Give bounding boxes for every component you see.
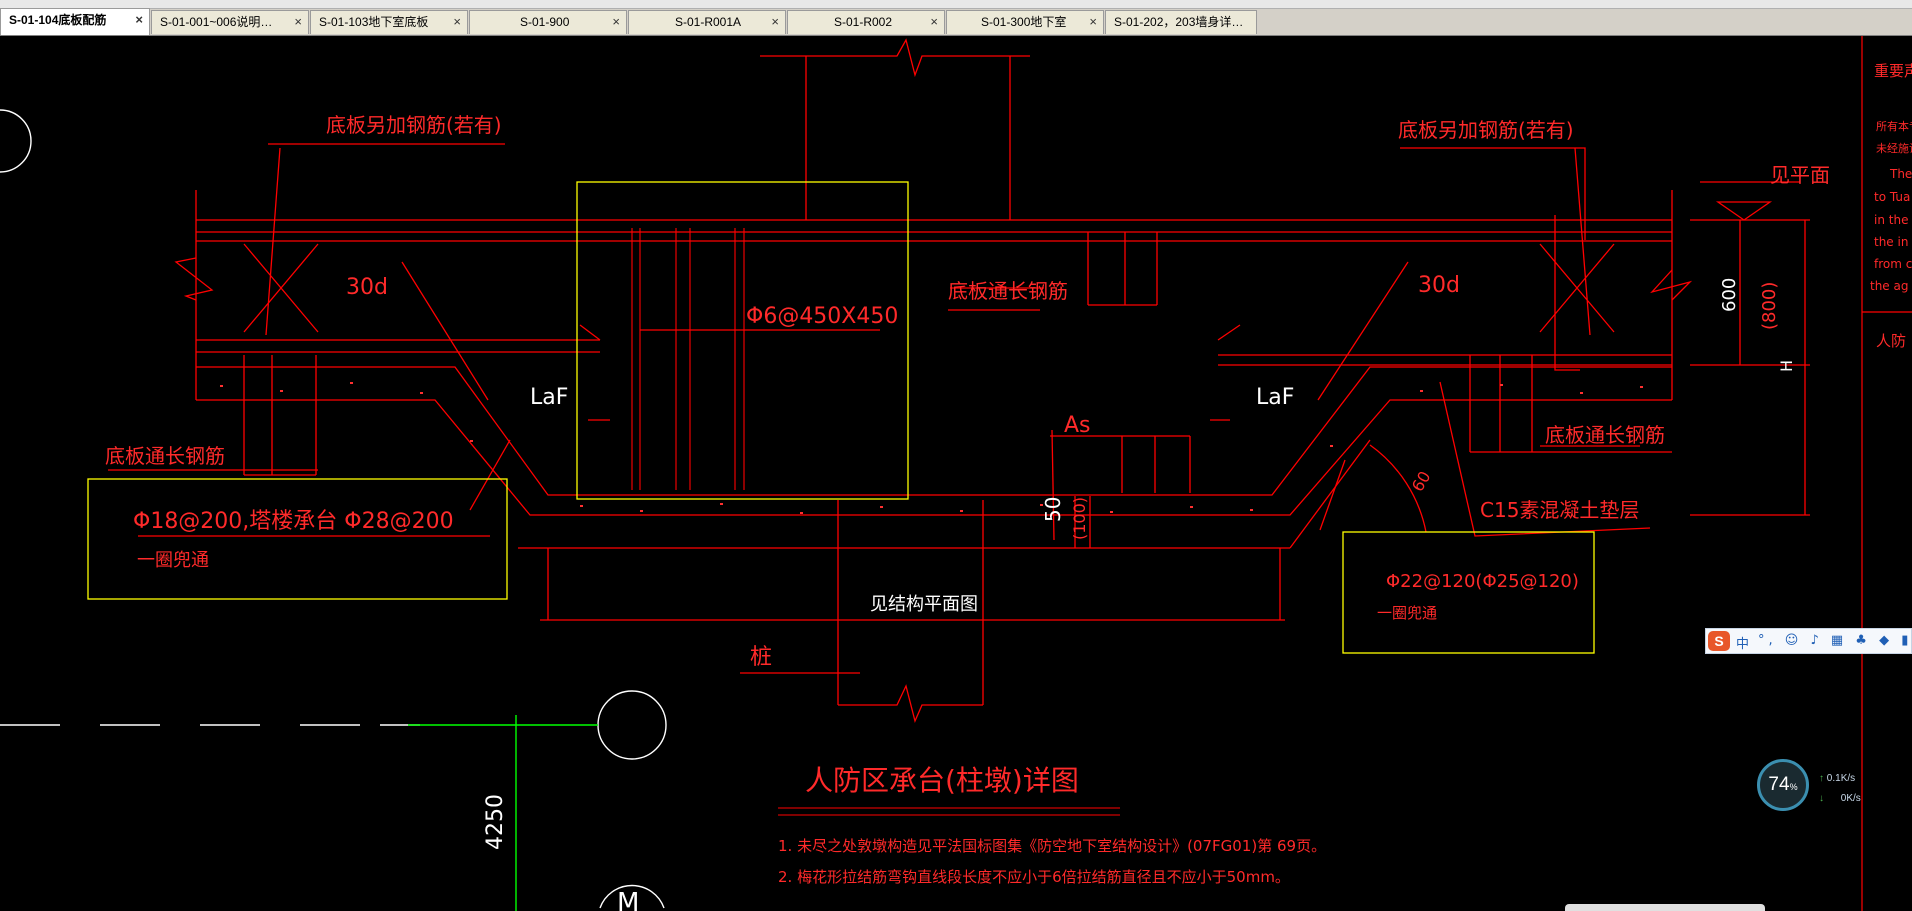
document-tab-bar: S-01-104底板配筋 × S-01-001~006说明及节点 × S-01-10…	[0, 0, 1912, 36]
menu-strip	[0, 0, 1912, 9]
label-laf-left: LaF	[530, 385, 568, 410]
memory-usage-ring[interactable]: 74%	[1757, 759, 1809, 811]
label-dim-50: 50	[1041, 497, 1065, 522]
note-2: 2. 梅花形拉结筋弯钩直线段长度不应小于6倍拉结筋直径且不应小于50mm。	[778, 868, 1290, 886]
popup-edge	[1565, 904, 1765, 911]
close-icon[interactable]: ×	[453, 14, 461, 29]
side-en-3: in the	[1874, 213, 1908, 227]
detail-title: 人防区承台(柱墩)详图	[805, 764, 1079, 797]
ime-tool-icons[interactable]: °, ☺ ♪ ▦ ♣ ◆ ▮	[1758, 633, 1912, 648]
label-rebar-right-spec: Φ22@120(Φ25@120)	[1386, 571, 1579, 592]
tab-label: S-01-900	[520, 15, 570, 29]
close-icon[interactable]: ×	[612, 14, 620, 29]
side-en-4: the in	[1874, 235, 1908, 249]
ime-language-toggle[interactable]: 中	[1736, 637, 1750, 652]
label-rebar-left-spec: Φ18@200,塔楼承台 Φ28@200	[133, 509, 454, 534]
label-dim-100: (100)	[1070, 497, 1089, 540]
label-laf-right: LaF	[1256, 385, 1294, 410]
grid-elements	[0, 109, 667, 909]
close-icon[interactable]: ×	[135, 12, 143, 27]
side-en-6: the ag	[1870, 279, 1908, 293]
percent-unit: %	[1789, 782, 1798, 792]
right-border-frame	[1861, 36, 1912, 911]
tab-label: S-01-300地下室	[981, 15, 1067, 29]
label-dim-800: (800)	[1759, 282, 1780, 330]
close-icon[interactable]: ×	[930, 14, 938, 29]
title-underline	[778, 807, 1120, 816]
tab-s01-300[interactable]: S-01-300地下室 ×	[946, 10, 1104, 34]
tab-s01-r002[interactable]: S-01-R002 ×	[787, 10, 945, 34]
side-en-5: from c	[1874, 257, 1912, 271]
label-through-rebar-top: 底板通长钢筋	[948, 279, 1068, 303]
label-dim-h: H	[1777, 360, 1796, 372]
network-monitor-widget[interactable]: 74% ↑ 0.1K/s ↓ 0K/s	[1757, 759, 1867, 817]
tab-s01-900[interactable]: S-01-900 ×	[469, 10, 627, 34]
side-line-1: 所有本专	[1876, 119, 1912, 133]
label-loop-right: 一圈兜通	[1377, 604, 1437, 622]
download-unit: K/s	[1846, 793, 1861, 804]
white-annotations: LaF LaF 见结构平面图 600 H 50 4250 M	[483, 278, 1796, 911]
label-cushion: C15素混凝土垫层	[1480, 498, 1639, 522]
download-arrow-icon: ↓	[1819, 793, 1824, 804]
tab-s01-103[interactable]: S-01-103地下室底板 ×	[310, 10, 468, 34]
side-en-2: to Tua	[1874, 190, 1910, 204]
cad-drawing-canvas[interactable]: 底板另加钢筋(若有) 底板另加钢筋(若有) 见平面 底板通长钢筋 底板通长钢筋 …	[0, 36, 1912, 911]
tab-label: S-01-R001A	[675, 15, 742, 29]
label-tie-spec: Φ6@450X450	[746, 304, 898, 329]
tab-s01-202[interactable]: S-01-202，203墙身详…	[1105, 10, 1257, 34]
tab-s01-001[interactable]: S-01-001~006说明及节点 ×	[151, 10, 309, 34]
upload-unit: K/s	[1840, 773, 1856, 784]
upload-arrow-icon: ↑	[1819, 773, 1824, 784]
label-angle-60: 60	[1408, 468, 1435, 495]
label-30d-left: 30d	[346, 275, 388, 300]
download-rate: ↓ 0K/s	[1819, 793, 1861, 804]
close-icon[interactable]: ×	[771, 14, 779, 29]
tab-label: S-01-104底板配筋	[9, 13, 107, 27]
tab-label: S-01-103地下室底板	[319, 15, 429, 29]
label-30d-right: 30d	[1418, 273, 1460, 298]
close-icon[interactable]: ×	[1089, 14, 1097, 29]
highlight-boxes	[87, 181, 1595, 654]
ime-toolbar[interactable]: S 中 °, ☺ ♪ ▦ ♣ ◆ ▮	[1705, 628, 1912, 654]
tab-label: S-01-202，203墙身详…	[1114, 15, 1244, 29]
side-title: 重要声明	[1874, 62, 1912, 80]
side-line-2: 未经施设	[1876, 142, 1912, 155]
close-icon[interactable]: ×	[294, 14, 302, 29]
grid-bubble-m: M	[617, 888, 639, 911]
green-axis	[408, 715, 598, 911]
cad-linework	[108, 38, 1810, 723]
tab-label: S-01-001~006说明及节点	[160, 15, 284, 29]
grid-dim-4250: 4250	[483, 794, 508, 850]
sogou-logo-icon[interactable]: S	[1708, 631, 1730, 651]
label-extra-rebar-right: 底板另加钢筋(若有)	[1398, 118, 1574, 142]
tab-s01-104[interactable]: S-01-104底板配筋 ×	[0, 8, 150, 35]
label-as: As	[1064, 413, 1091, 438]
upload-value: 0.1	[1826, 773, 1841, 784]
label-see-floor: 见平面	[1770, 163, 1830, 187]
tab-s01-r001a[interactable]: S-01-R001A ×	[628, 10, 786, 34]
concrete-hatch	[220, 382, 1643, 514]
side-bottom-label: 人防	[1876, 332, 1906, 350]
label-through-rebar-right: 底板通长钢筋	[1545, 423, 1665, 447]
upload-rate: ↑ 0.1K/s	[1819, 773, 1855, 784]
label-see-plan: 见结构平面图	[870, 594, 978, 615]
label-dim-600: 600	[1719, 278, 1740, 312]
download-value: 0	[1840, 793, 1847, 804]
label-pile: 桩	[750, 645, 772, 670]
label-through-rebar-left: 底板通长钢筋	[105, 444, 225, 468]
label-extra-rebar-left: 底板另加钢筋(若有)	[326, 113, 502, 137]
memory-percent: 74	[1768, 774, 1790, 795]
tab-label: S-01-R002	[834, 15, 893, 29]
label-loop-left: 一圈兜通	[137, 550, 209, 571]
note-1: 1. 未尽之处敦墩构造见平法国标图集《防空地下室结构设计》(07FG01)第 6…	[778, 837, 1326, 855]
annotations: 底板另加钢筋(若有) 底板另加钢筋(若有) 见平面 底板通长钢筋 底板通长钢筋 …	[105, 62, 1912, 886]
side-en-1: The	[1889, 167, 1912, 181]
